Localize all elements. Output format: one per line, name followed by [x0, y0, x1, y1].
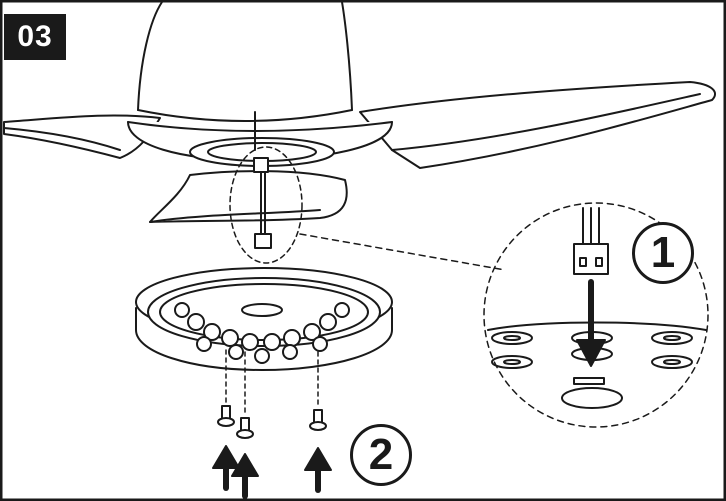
fan-blades: [3, 81, 717, 223]
fan-motor-housing: [137, 1, 353, 122]
callout-2: 2: [350, 424, 412, 486]
detail-leader: [299, 233, 506, 271]
arrow-down-icon: [576, 339, 606, 367]
screw-guides: [225, 349, 319, 417]
connector-detail: [483, 202, 709, 428]
step-number-badge: 03: [4, 14, 66, 60]
callout-1: 1: [632, 222, 694, 284]
fan-hub: [127, 111, 393, 173]
arrow-up-icon: [212, 445, 332, 499]
screw-icon: [217, 405, 327, 439]
wire-connector: [254, 171, 272, 249]
detail-highlight: [229, 146, 303, 264]
led-light-plate: [135, 267, 393, 371]
